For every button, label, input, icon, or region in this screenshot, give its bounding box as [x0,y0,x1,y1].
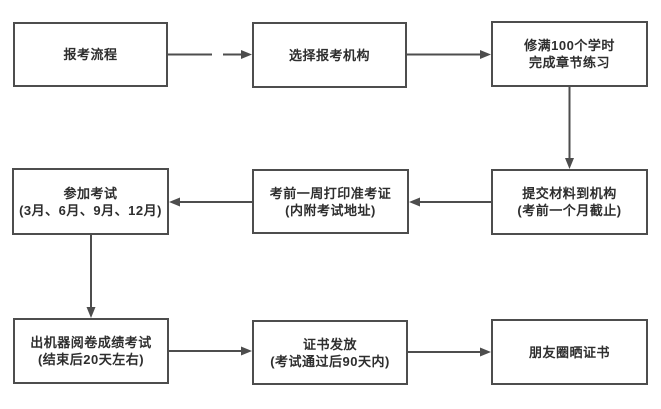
node-take-exam-label-line2: (3月、6月、9月、12月) [19,202,162,218]
node-start: 报考流程 [13,22,168,87]
node-submit-materials-label-line2: (考前一个月截止) [517,203,622,218]
node-certificate-issue: 证书发放 (考试通过后90天内) [252,320,408,385]
node-certificate-issue-label-line1: 证书发放 [302,336,357,352]
node-take-exam: 参加考试 (3月、6月、9月、12月) [12,168,169,235]
node-choose-org-label: 选择报考机构 [288,47,370,63]
node-machine-score-label-line2: (结束后20天左右) [37,352,145,367]
arrow-start-to-choose-org [168,50,252,59]
node-study-hours-label-line2: 完成章节练习 [528,55,610,70]
arrow-choose-org-to-study-hours [407,50,491,59]
node-print-admission: 考前一周打印准考证 (内附考试地址) [252,169,409,234]
node-start-label: 报考流程 [63,47,118,62]
arrow-study-hours-to-submit-materials [565,87,574,169]
node-machine-score-label-line1: 出机器阅卷成绩考试 [30,335,152,350]
node-choose-org: 选择报考机构 [252,22,407,88]
node-study-hours: 修满100个学时 完成章节练习 [491,21,648,87]
node-machine-score: 出机器阅卷成绩考试 (结束后20天左右) [13,318,169,384]
node-submit-materials: 提交材料到机构 (考前一个月截止) [491,169,648,235]
node-take-exam-label-line1: 参加考试 [63,185,118,201]
arrow-machine-score-to-certificate-issue [169,346,252,356]
arrow-take-exam-to-machine-score [86,235,96,318]
node-study-hours-label-line1: 修满100个学时 [524,38,615,53]
node-certificate-issue-label-line2: (考试通过后90天内) [270,353,390,369]
arrow-submit-materials-to-print-admission [409,197,491,207]
node-print-admission-label-line2: (内附考试地址) [285,202,376,218]
node-share-moments: 朋友圈晒证书 [491,319,648,385]
node-print-admission-label-line1: 考前一周打印准考证 [269,185,392,201]
arrow-certificate-issue-to-share-moments [408,347,491,357]
node-submit-materials-label-line1: 提交材料到机构 [522,186,617,201]
arrow-print-admission-to-take-exam [169,197,252,207]
node-share-moments-label: 朋友圈晒证书 [528,344,610,360]
